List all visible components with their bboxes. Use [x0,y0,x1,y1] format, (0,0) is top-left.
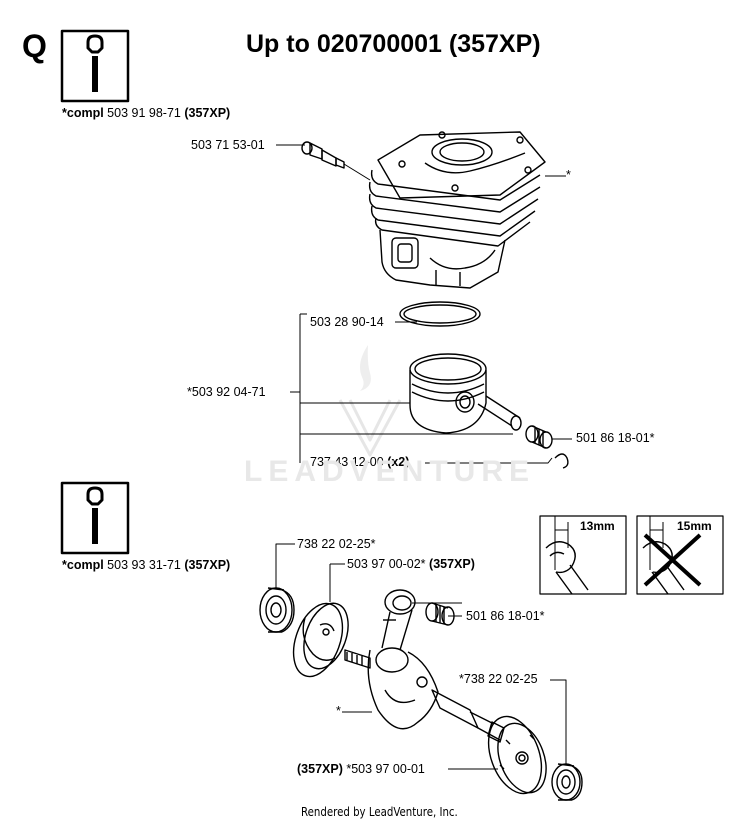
page-title: Up to 020700001 (357XP) [246,30,541,58]
cylinder [368,131,566,289]
leadventure-logo-watermark [338,345,402,457]
crankshaft-bearing [259,543,295,633]
piston-kit-bracket [290,313,513,463]
part-label-piston-ring[interactable]: 503 28 90-14 [310,315,384,329]
crankshaft-bearing [550,679,583,801]
compl-model: (357XP) [184,558,231,572]
part-label-crank-half[interactable]: 503 97 00-02* (357XP) [347,557,475,571]
section-letter: Q [22,28,47,64]
part-label-crankshaft[interactable]: * [336,704,341,718]
part-label-cylinder[interactable]: * [566,168,571,182]
inset-13mm-ok [539,515,627,595]
part-label-needle-bearing-lower[interactable]: 501 86 18-01* [466,609,545,623]
compl-number: 503 91 98-71 [107,106,181,120]
part-label-circlip[interactable]: 737 43 12-00 (x2) [310,455,409,469]
needle-bearing [425,602,455,626]
part-label-piston-kit[interactable]: *503 92 04-71 [187,385,266,399]
piston-pin [477,395,522,431]
part-label-needle-bearing[interactable]: 501 86 18-01* [576,431,655,445]
part-label-crank-kit[interactable]: (357XP) *503 97 00-01 [297,762,425,776]
piston-ring [395,301,481,327]
crank-half-number: 503 97 00-02* [347,557,426,571]
footer-credit: Rendered by LeadVenture, Inc. [301,805,458,819]
part-label-bearing-top[interactable]: 738 22 02-25* [297,537,376,551]
watermark-text: LEADVENTURE [244,455,536,488]
connecting-rod [375,589,462,673]
wrench-info-icon [60,29,130,103]
inset-bad-dimension: 15mm [677,519,712,533]
crank-kit-number: *503 97 00-01 [346,762,425,776]
compl-model: (357XP) [184,106,231,120]
piston [409,353,487,434]
crankshaft-half [448,715,547,795]
compl-prefix: *compl [62,106,104,120]
circlip-number: 737 43 12-00 [310,455,384,469]
needle-bearing [525,425,572,449]
circlip-qty: (x2) [387,455,410,469]
part-label-bearing-bottom[interactable]: *738 22 02-25 [459,672,538,686]
part-label-decomp-valve[interactable]: 503 71 53-01 [191,138,265,152]
group2-compl-label: *compl 503 93 31-71 (357XP) [62,558,230,572]
decompression-valve [276,141,371,181]
inset-15mm-wrong [636,515,724,595]
crank-kit-model: (357XP) [297,762,343,776]
circlip [425,453,569,469]
group1-compl-label: *compl 503 91 98-71 (357XP) [62,106,230,120]
wrench-info-icon [60,481,130,555]
crankshaft [342,649,505,743]
compl-prefix: *compl [62,558,104,572]
crankshaft-half [292,563,349,678]
compl-number: 503 93 31-71 [107,558,181,572]
inset-ok-dimension: 13mm [580,519,615,533]
crank-half-model: (357XP) [429,557,475,571]
